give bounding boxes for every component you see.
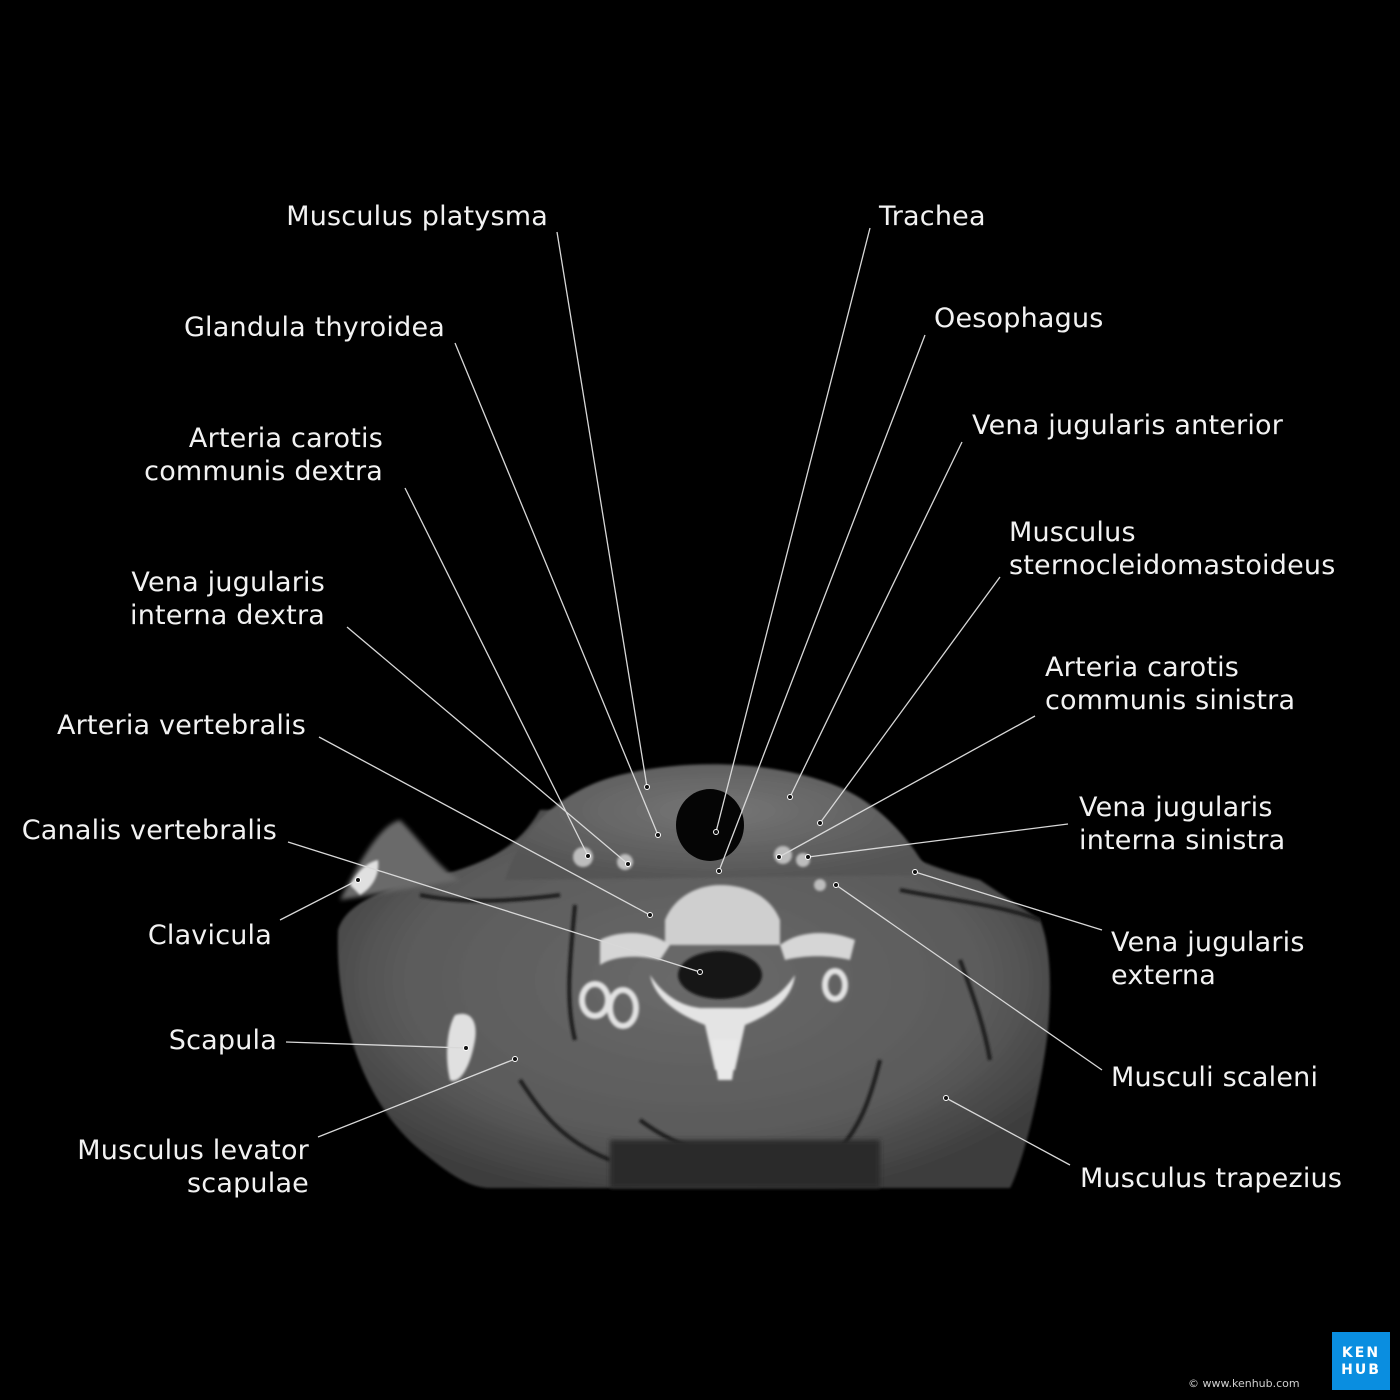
label-musculi-scaleni: Musculi scaleni <box>1111 1061 1318 1094</box>
label-line: Musculus trapezius <box>1080 1163 1343 1194</box>
label-line: Oesophagus <box>934 303 1104 334</box>
label-canalis-vertebralis: Canalis vertebralis <box>5 814 277 847</box>
label-line: scapulae <box>187 1168 309 1199</box>
label-line: Canalis vertebralis <box>21 815 277 846</box>
label-line: interna dextra <box>130 600 325 631</box>
label-line: Arteria carotis <box>188 423 383 454</box>
label-line: Musculi scaleni <box>1111 1062 1319 1093</box>
lower-dark-region <box>610 1140 880 1188</box>
label-line: Trachea <box>879 201 986 232</box>
label-line: communis dextra <box>144 456 383 487</box>
label-musculus-sternocleidomastoideus: Musculus sternocleidomastoideus <box>1009 516 1336 582</box>
label-vena-jugularis-anterior: Vena jugularis anterior <box>972 409 1283 442</box>
logo-text-bottom: HUB <box>1341 1362 1381 1378</box>
label-vena-jugularis-interna-dextra: Vena jugularis interna dextra <box>80 566 325 632</box>
rib-heads <box>579 968 848 1029</box>
label-musculus-levator-scapulae: Musculus levator scapulae <box>40 1134 309 1200</box>
label-vena-jugularis-interna-sinistra: Vena jugularis interna sinistra <box>1079 791 1285 857</box>
label-arteria-vertebralis: Arteria vertebralis <box>20 709 306 742</box>
label-glandula-thyroidea: Glandula thyroidea <box>140 311 445 344</box>
label-line: Scapula <box>168 1025 277 1056</box>
label-line: sternocleidomastoideus <box>1009 550 1336 581</box>
label-line: Arteria vertebralis <box>56 710 306 741</box>
leader-dots <box>355 784 949 1101</box>
label-line: interna sinistra <box>1079 825 1286 856</box>
label-line: Musculus levator <box>77 1135 309 1166</box>
label-line: Vena jugularis <box>1111 927 1305 958</box>
label-line: communis sinistra <box>1045 685 1296 716</box>
label-line: Arteria carotis <box>1045 652 1240 683</box>
label-clavicula: Clavicula <box>100 919 272 952</box>
label-vena-jugularis-externa: Vena jugularis externa <box>1111 926 1305 992</box>
copyright-credit: © www.kenhub.com <box>1188 1377 1300 1390</box>
label-line: Musculus platysma <box>286 201 548 232</box>
label-line: Vena jugularis <box>131 567 325 598</box>
kenhub-logo[interactable]: KEN HUB <box>1332 1332 1390 1390</box>
label-line: externa <box>1111 960 1216 991</box>
label-musculus-platysma: Musculus platysma <box>240 200 548 233</box>
label-line: Vena jugularis anterior <box>972 410 1284 441</box>
label-line: Glandula thyroidea <box>183 312 445 343</box>
label-scapula: Scapula <box>100 1024 277 1057</box>
label-musculus-trapezius: Musculus trapezius <box>1080 1162 1342 1195</box>
label-arteria-carotis-communis-sinistra: Arteria carotis communis sinistra <box>1045 651 1295 717</box>
vertebra <box>600 885 855 1080</box>
label-oesophagus: Oesophagus <box>934 302 1104 335</box>
label-line: Musculus <box>1009 517 1136 548</box>
trachea-lumen <box>676 789 744 861</box>
label-trachea: Trachea <box>879 200 986 233</box>
label-arteria-carotis-communis-dextra: Arteria carotis communis dextra <box>100 422 383 488</box>
leader-lines <box>279 227 1103 1166</box>
logo-text-top: KEN <box>1341 1345 1381 1361</box>
label-line: Clavicula <box>147 920 272 951</box>
label-line: Vena jugularis <box>1079 792 1273 823</box>
